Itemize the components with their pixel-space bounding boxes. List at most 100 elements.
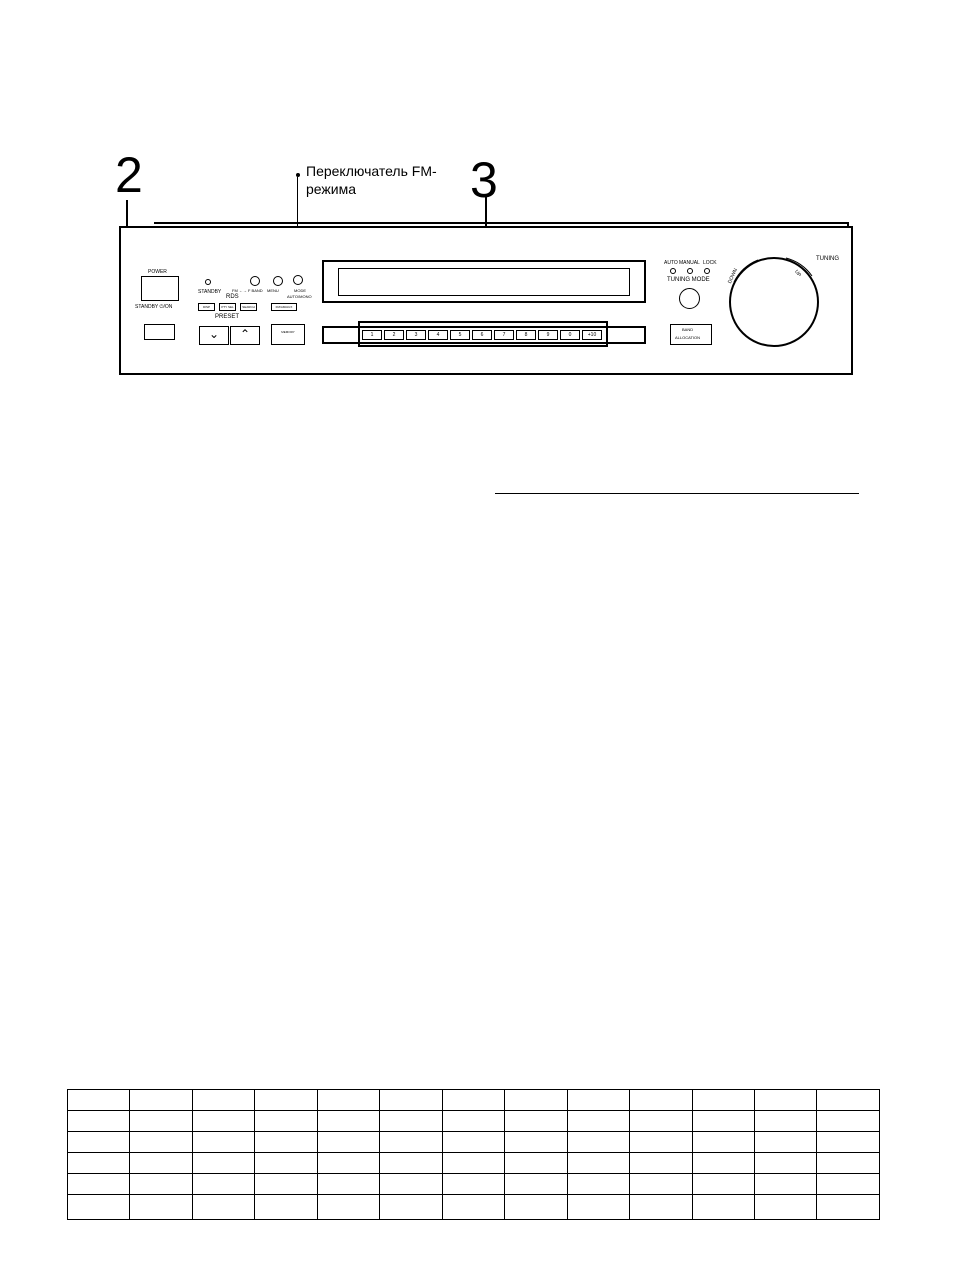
fm-band-label: FM ←→ F BAND: [232, 288, 263, 293]
fm-band-button[interactable]: [250, 276, 260, 286]
phones-jack[interactable]: [144, 324, 175, 340]
table-cell: [753, 1089, 818, 1111]
table-cell: [629, 1152, 693, 1174]
menu-label: MENU: [267, 288, 279, 293]
number-key-0[interactable]: 0: [560, 330, 580, 340]
number-key-3[interactable]: 3: [406, 330, 426, 340]
table-cell: [566, 1173, 631, 1195]
step-number-2: 2: [115, 147, 143, 203]
rds-search-button[interactable]: SEARCH: [240, 303, 257, 311]
preset-down-button[interactable]: ⌄: [199, 326, 229, 345]
standby-led: [205, 279, 211, 285]
fm-switch-label-line1: Переключатель FM-: [306, 163, 437, 179]
table-cell: [441, 1152, 506, 1174]
auto-mono-label: AUTO/MONO: [287, 294, 312, 299]
table-cell: [66, 1110, 131, 1132]
table-cell: [753, 1194, 818, 1220]
tuning-dial[interactable]: [729, 257, 819, 347]
table-cell: [691, 1194, 755, 1220]
table-cell: [816, 1110, 880, 1132]
table-cell: [254, 1131, 318, 1153]
table-cell: [191, 1194, 256, 1220]
standby-label: STANDBY: [198, 289, 222, 295]
table-cell: [191, 1089, 256, 1111]
fm-switch-leader-line: [297, 177, 298, 274]
allocation-label: ALLOCATION: [675, 335, 701, 340]
step-number-3: 3: [470, 152, 498, 208]
table-cell: [66, 1131, 131, 1153]
table-cell: [316, 1131, 381, 1153]
tuning-led-manual-label: MANUAL: [679, 260, 700, 266]
number-key-7[interactable]: 7: [494, 330, 514, 340]
fm-am-button[interactable]: FM/AM/AUX: [271, 303, 297, 311]
tuning-mode-label: TUNING MODE: [667, 277, 710, 283]
rds-pty-sel-button[interactable]: PTY SEL: [219, 303, 236, 311]
power-label: POWER: [148, 269, 167, 275]
number-key-2[interactable]: 2: [384, 330, 404, 340]
table-cell: [629, 1131, 693, 1153]
table-cell: [441, 1194, 506, 1220]
table-cell: [129, 1152, 193, 1174]
table-cell: [66, 1194, 131, 1220]
table-cell: [504, 1110, 568, 1132]
number-keys-highlight: [358, 321, 608, 347]
table-row: [66, 1131, 880, 1153]
band-allocation-button[interactable]: [670, 324, 712, 345]
table-cell: [753, 1152, 818, 1174]
tuning-led-lock-label: LOCK: [703, 260, 717, 266]
menu-button[interactable]: [273, 276, 283, 286]
table-cell: [191, 1152, 256, 1174]
rds-disp-mode-button[interactable]: DISP MODE: [198, 303, 215, 311]
table-cell: [66, 1089, 131, 1111]
number-key-9[interactable]: 9: [538, 330, 558, 340]
table-cell: [753, 1131, 818, 1153]
power-button[interactable]: [141, 276, 179, 301]
standby-on-label: STANDBY ⏻/ON: [135, 304, 173, 310]
tuning-led-auto: [670, 268, 676, 274]
table-cell: [753, 1173, 818, 1195]
number-key-1[interactable]: 1: [362, 330, 382, 340]
table-cell: [566, 1089, 631, 1111]
tuning-led-auto-label: AUTO: [664, 260, 678, 266]
number-key-4[interactable]: 4: [428, 330, 448, 340]
fm-switch-label-line2: режима: [306, 181, 357, 197]
callout-dot: [296, 173, 300, 177]
rds-label: RDS: [226, 294, 239, 300]
table-cell: [191, 1173, 256, 1195]
table-cell: [254, 1152, 318, 1174]
number-key-6[interactable]: 6: [472, 330, 492, 340]
table-cell: [254, 1194, 318, 1220]
table-cell: [316, 1089, 381, 1111]
table-cell: [254, 1089, 318, 1111]
table-cell: [691, 1110, 755, 1132]
tuning-led-manual: [687, 268, 693, 274]
memory-button[interactable]: MEMORY: [271, 324, 305, 345]
tuning-mode-button[interactable]: [679, 288, 700, 309]
preset-up-button[interactable]: ⌃: [230, 326, 260, 345]
receiver-top-edge: [154, 222, 849, 228]
number-key-plus10[interactable]: +10: [582, 330, 602, 340]
table-cell: [129, 1089, 193, 1111]
memory-label: MEMORY: [281, 330, 295, 334]
table-cell: [504, 1131, 568, 1153]
table-cell: [191, 1110, 256, 1132]
table-cell: [379, 1152, 443, 1174]
table-cell: [629, 1173, 693, 1195]
table-cell: [691, 1173, 755, 1195]
number-key-5[interactable]: 5: [450, 330, 470, 340]
fm-mode-button[interactable]: [293, 275, 303, 285]
table-cell: [66, 1152, 131, 1174]
table-cell: [254, 1173, 318, 1195]
table-cell: [504, 1194, 568, 1220]
table-cell: [566, 1110, 631, 1132]
table-cell: [316, 1110, 381, 1132]
table-cell: [254, 1110, 318, 1132]
table-cell: [379, 1110, 443, 1132]
table-cell: [129, 1194, 193, 1220]
table-cell: [691, 1089, 755, 1111]
table-cell: [129, 1110, 193, 1132]
number-key-8[interactable]: 8: [516, 330, 536, 340]
table-cell: [753, 1110, 818, 1132]
table-cell: [816, 1131, 880, 1153]
table-cell: [629, 1110, 693, 1132]
